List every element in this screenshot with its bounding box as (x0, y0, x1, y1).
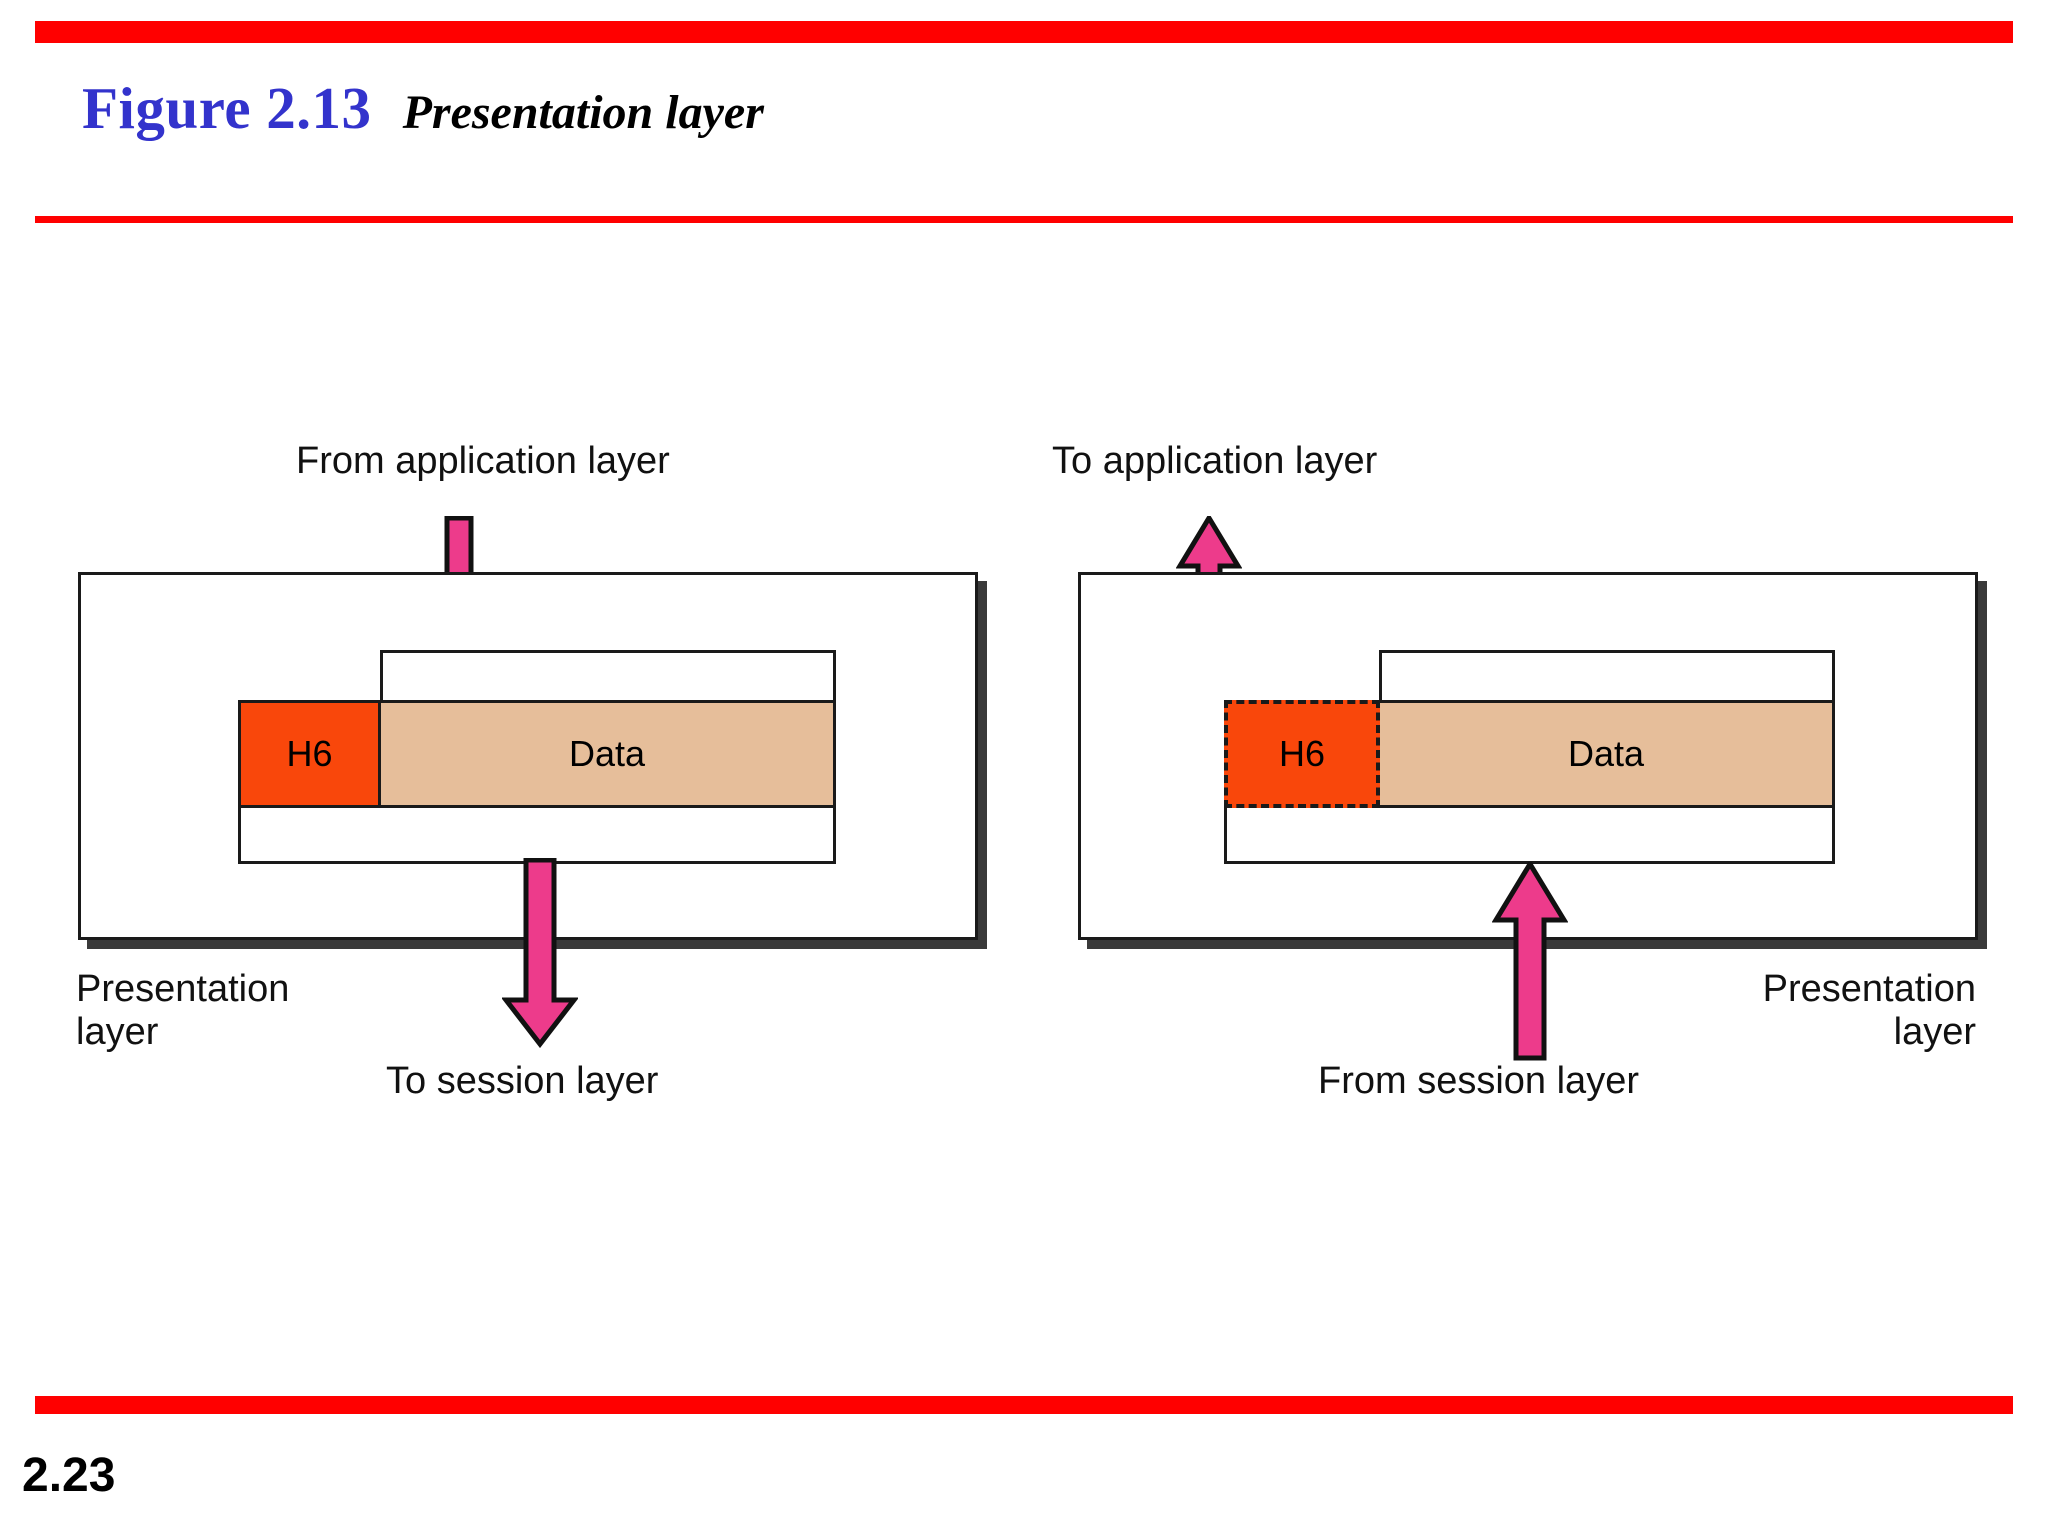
presentation-layer-label-line2: layer (1893, 1010, 1976, 1053)
incoming-up-arrow (1492, 862, 1568, 1062)
bottom-bracket (238, 808, 836, 864)
from-application-layer-label: From application layer (296, 440, 670, 482)
from-session-layer-label: From session layer (1318, 1060, 1639, 1102)
to-session-layer-label: To session layer (386, 1060, 659, 1102)
top-bracket (1379, 650, 1835, 706)
figure-caption-label: Presentation layer (402, 86, 764, 139)
figure-number-label: Figure 2.13 (82, 75, 372, 141)
page-number: 2.23 (22, 1449, 116, 1502)
receiver-panel: To application layer H6 Data Presentatio… (1024, 0, 2048, 1536)
payload-data-block: Data (1380, 700, 1835, 808)
to-application-layer-label: To application layer (1052, 440, 1378, 482)
presentation-layer-label: Presentation layer (76, 968, 336, 1053)
header-h6-block: H6 (1224, 700, 1380, 808)
presentation-layer-label: Presentation layer (1716, 968, 1976, 1053)
top-red-rule (35, 21, 2013, 43)
sender-panel: From application layer H6 Data Presentat… (76, 440, 978, 1102)
bottom-bracket (1224, 808, 1835, 864)
pdu-block: H6 Data (1224, 700, 1835, 808)
figure-title: Figure 2.13 Presentation layer (82, 74, 764, 143)
payload-data-block: Data (381, 700, 836, 808)
pdu-block: H6 Data (238, 700, 836, 808)
outgoing-down-arrow (502, 858, 578, 1048)
presentation-layer-label-line2: layer (76, 1010, 159, 1053)
title-underline-rule (35, 216, 2013, 223)
bottom-red-rule (35, 1396, 2013, 1414)
top-bracket (380, 650, 836, 706)
header-h6-block: H6 (238, 700, 381, 808)
presentation-layer-label-line1: Presentation (1762, 968, 1976, 1010)
presentation-layer-label-line1: Presentation (76, 968, 290, 1010)
